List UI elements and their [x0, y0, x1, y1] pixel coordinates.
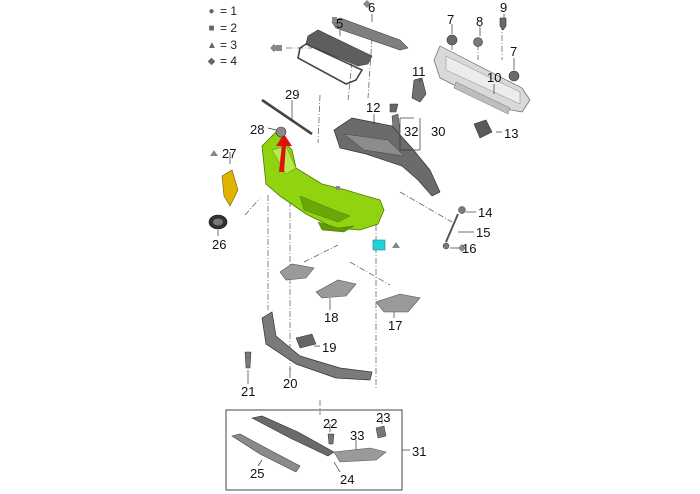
- legend-label: = 1: [220, 4, 238, 18]
- square-icon: ■: [208, 22, 215, 34]
- callout-31: 31: [412, 444, 427, 459]
- callout-7-right: 7: [510, 44, 518, 59]
- screw-9: [499, 17, 507, 31]
- bolt-7-right: [508, 70, 520, 82]
- legend-row-2: ■ = 2: [207, 21, 237, 35]
- callout-30: 30: [431, 124, 446, 139]
- badge-center: [213, 218, 223, 226]
- diamond-icon: ◆: [207, 55, 216, 67]
- grille-segment-18: [315, 279, 357, 299]
- bracket-13: [473, 119, 493, 139]
- callout-25: 25: [250, 466, 265, 481]
- callout-6: 6: [368, 0, 376, 15]
- grille-segment-left: [279, 263, 315, 281]
- plate-19: [295, 333, 317, 349]
- bumper-carrier: [333, 117, 441, 197]
- nut-28: [275, 126, 287, 138]
- impact-beam: [433, 45, 531, 115]
- red-arrow-head: [276, 134, 292, 146]
- cyan-clip: [372, 239, 386, 251]
- callout-13: 13: [504, 126, 519, 141]
- clip-23: [375, 425, 387, 439]
- callout-19: 19: [322, 340, 337, 355]
- callout-5: 5: [336, 16, 344, 31]
- screw-22: [327, 433, 335, 445]
- upper-grille-strip: [331, 17, 409, 51]
- callout-32: 32: [404, 124, 419, 139]
- callout-12: 12: [366, 100, 381, 115]
- callout-28: 28: [250, 122, 265, 137]
- circle-icon: ●: [208, 5, 215, 17]
- callout-14: 14: [478, 205, 493, 220]
- legend-row-4: ◆ = 4: [207, 54, 237, 68]
- leader-lines: [217, 14, 515, 473]
- grille-segment-17: [375, 293, 421, 313]
- red-arrow: [279, 144, 286, 172]
- sensor-holder-15: [445, 213, 459, 243]
- clip-16: [442, 242, 450, 250]
- callout-33: 33: [350, 428, 365, 443]
- callout-18: 18: [324, 310, 339, 325]
- callout-15: 15: [476, 225, 491, 240]
- lip-strip-25: [231, 433, 301, 473]
- callout-7-top: 7: [447, 12, 455, 27]
- legend-label: = 2: [220, 21, 238, 35]
- trim-piece-33: [333, 447, 387, 463]
- legend-label: = 4: [220, 54, 238, 68]
- legend-row-1: ● = 1: [207, 4, 237, 18]
- callout-11: 11: [412, 64, 426, 79]
- sensor-14: [458, 206, 466, 214]
- part-markers: [210, 0, 466, 252]
- bracket-11: [411, 77, 427, 103]
- trim-strip-29: [261, 98, 313, 136]
- callout-9: 9: [500, 0, 508, 15]
- callout-10: 10: [487, 70, 502, 85]
- bolt-7-top: [446, 34, 458, 46]
- grille-trim-frame: [297, 43, 364, 85]
- callout-24: 24: [340, 472, 355, 487]
- callout-20: 20: [283, 376, 298, 391]
- callout-27: 27: [222, 146, 237, 161]
- callout-8: 8: [476, 14, 484, 29]
- callout-23: 23: [376, 410, 391, 425]
- callout-22: 22: [323, 416, 338, 431]
- nut-8: [473, 37, 483, 47]
- lower-spoiler-20: [261, 311, 373, 381]
- screw-21: [244, 351, 252, 369]
- triangle-icon: ▲: [207, 39, 217, 51]
- legend-label: = 3: [220, 38, 238, 52]
- callout-29: 29: [285, 87, 300, 102]
- callout-26: 26: [212, 237, 227, 252]
- side-reflector-27: [221, 169, 239, 207]
- callout-17: 17: [388, 318, 403, 333]
- callout-16: 16: [462, 241, 477, 256]
- callout-21: 21: [241, 384, 256, 399]
- clip-12: [389, 103, 399, 113]
- legend-row-3: ▲ = 3: [207, 38, 237, 52]
